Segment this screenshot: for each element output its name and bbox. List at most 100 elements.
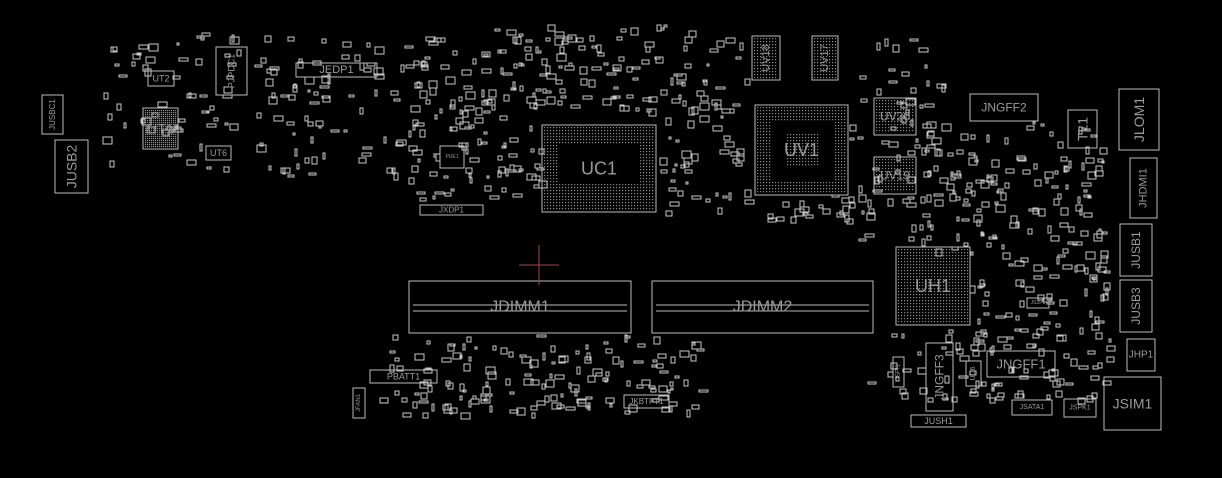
component-jspk1[interactable]: JSPK1 [1063, 398, 1097, 418]
passive-part [676, 81, 684, 85]
passive-part [705, 198, 711, 203]
passive-part [474, 346, 478, 350]
passive-part [841, 197, 850, 204]
component-jsim1[interactable]: JSIM1 [1103, 376, 1162, 431]
component-jhdmi1[interactable]: JHDMI1 [1129, 157, 1158, 219]
component-jdimm1[interactable]: JDIMM1 [408, 280, 632, 334]
passive-part [677, 190, 684, 197]
component-jush1[interactable]: JUSH1 [910, 414, 967, 428]
passive-part [445, 76, 456, 85]
passive-part [109, 160, 115, 168]
passive-part [1103, 270, 1111, 274]
component-uv17[interactable]: UV17 [811, 35, 839, 81]
passive-part [509, 164, 515, 171]
component-jngff2[interactable]: JNGFF2 [969, 93, 1039, 122]
component-jngff1[interactable]: JNGFF1 [986, 350, 1056, 378]
passive-part [1014, 393, 1025, 399]
passive-part [1078, 365, 1089, 370]
component-jusb1[interactable]: JUSB1 [1119, 223, 1153, 277]
passive-part [487, 371, 497, 380]
passive-part [591, 66, 602, 71]
component-outline [352, 387, 366, 419]
passive-part [408, 130, 412, 138]
passive-part [956, 149, 964, 155]
component-jkbtpt1[interactable]: JKBTPT1 [623, 394, 670, 409]
passive-part [1008, 263, 1014, 267]
passive-part [270, 68, 278, 76]
component-uv19[interactable]: UV19 [873, 156, 917, 195]
component-outline [408, 280, 632, 334]
passive-part [1077, 397, 1086, 405]
component-uh1[interactable]: UH1 [895, 246, 971, 326]
passive-part [330, 129, 340, 133]
component-jspi1[interactable]: JSPI1 [892, 356, 905, 388]
passive-part [849, 137, 855, 141]
passive-part [429, 171, 438, 177]
passive-part [1056, 256, 1060, 265]
component-jusbc1[interactable]: JUSBC1 [41, 94, 64, 135]
component-js2p1[interactable]: JS2P1 [1026, 297, 1050, 309]
passive-part [298, 58, 303, 63]
component-uc1[interactable]: UC1 [541, 124, 657, 213]
passive-part [849, 202, 856, 209]
passive-part [292, 84, 298, 93]
component-tl1[interactable]: TL1 [1067, 109, 1098, 149]
component-ut1[interactable]: UT1 [142, 107, 179, 150]
component-jusb2[interactable]: JUSB2 [54, 139, 89, 194]
component-uc6[interactable]: UC6 [965, 360, 982, 387]
component-jfan1[interactable]: JFAN1 [352, 387, 366, 419]
passive-part [603, 341, 609, 345]
passive-part [1002, 252, 1011, 260]
component-jlom1[interactable]: JLOM1 [1118, 88, 1160, 151]
passive-part [256, 112, 262, 119]
passive-part [440, 64, 450, 70]
component-label: JSIM1 [1113, 396, 1153, 412]
pad-grid [754, 38, 777, 79]
passive-part [1026, 343, 1036, 349]
passive-part [1090, 375, 1100, 381]
passive-part [558, 65, 563, 69]
passive-part [466, 336, 472, 343]
component-jngff3[interactable]: JNGFF3 [925, 342, 954, 412]
passive-part [322, 95, 331, 103]
passive-part [632, 66, 641, 70]
component-pue1[interactable]: PUE1 [439, 145, 465, 169]
component-label: JUSB3 [1129, 287, 1143, 325]
passive-part [680, 164, 686, 169]
passive-part [1015, 315, 1020, 321]
passive-part [1044, 171, 1054, 179]
passive-part [926, 235, 932, 241]
passive-part [427, 385, 433, 393]
passive-part [877, 175, 883, 183]
passive-part [449, 126, 458, 132]
passive-part [656, 24, 662, 32]
component-pbatt1[interactable]: PBATT1 [369, 369, 438, 384]
component-pjpdc1[interactable]: PJPDC1 [215, 46, 248, 96]
passive-part [288, 94, 296, 101]
passive-part [884, 38, 889, 47]
passive-part [995, 383, 1000, 387]
passive-part [722, 195, 728, 199]
component-ut2[interactable]: UT2 [147, 70, 175, 87]
passive-part [1033, 264, 1043, 272]
passive-part [934, 199, 944, 207]
component-jsata1[interactable]: JSATA1 [1011, 399, 1053, 416]
passive-part [1028, 313, 1038, 317]
passive-part [481, 51, 491, 58]
passive-part [712, 125, 723, 132]
component-uv1[interactable]: UV1 [754, 104, 849, 196]
component-uv20[interactable]: UV20 [873, 97, 917, 136]
component-jxdp1[interactable]: JXDP1 [419, 204, 484, 216]
passive-part [728, 192, 732, 201]
passive-part [933, 193, 944, 197]
component-ut6[interactable]: UT6 [205, 145, 232, 161]
component-jdimm2[interactable]: JDIMM2 [651, 280, 874, 334]
passive-part [1080, 230, 1089, 237]
component-jedp1[interactable]: JEDP1 [295, 62, 378, 78]
passive-part [691, 153, 699, 162]
component-jusb3[interactable]: JUSB3 [1119, 279, 1153, 333]
component-label: UT1 [147, 121, 174, 137]
component-jhp1[interactable]: JHP1 [1126, 338, 1156, 372]
component-uv18[interactable]: UV18 [751, 35, 781, 81]
